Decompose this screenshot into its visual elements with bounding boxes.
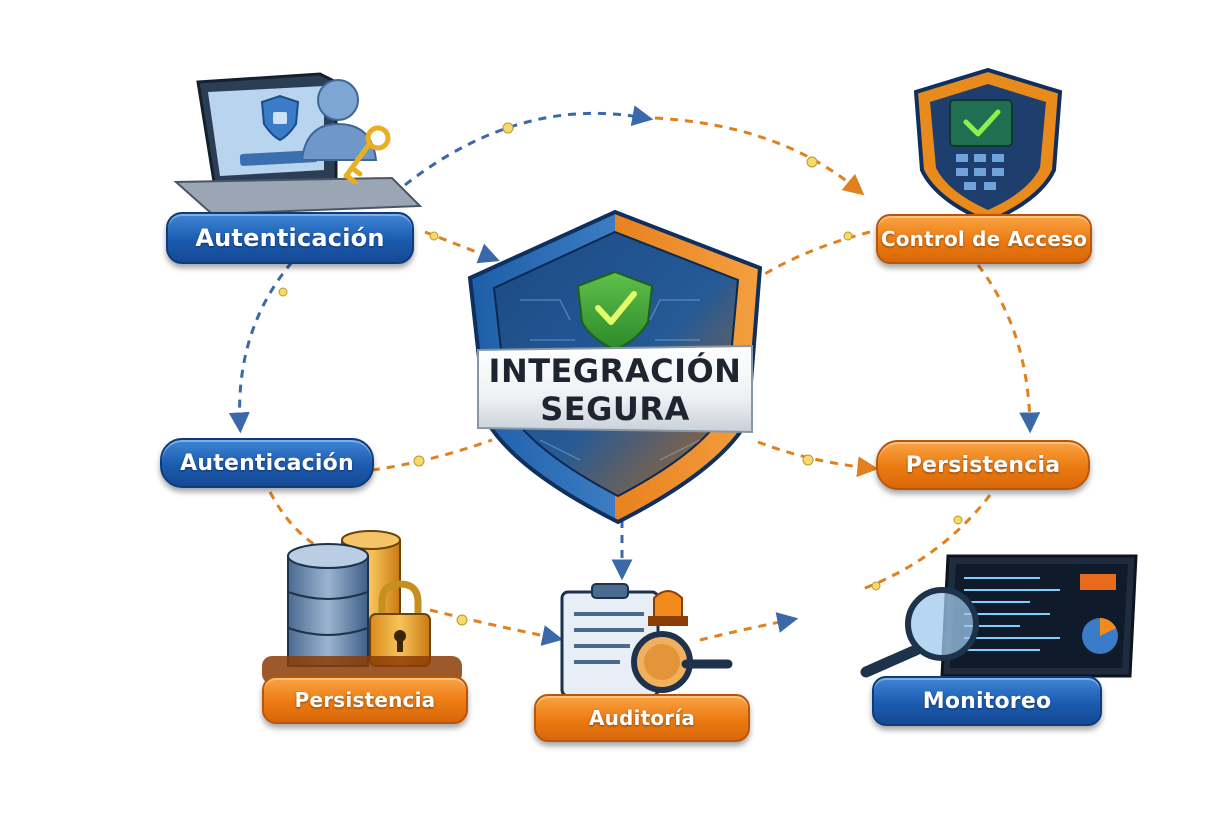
node-persistencia-right: Persistencia (876, 440, 1090, 490)
connector-arc-to-control (655, 118, 858, 190)
page-title: INTEGRACIÓN SEGURA (478, 345, 752, 435)
node-autenticacion-top: Autenticación (166, 212, 414, 264)
magnifier-icon (634, 634, 728, 690)
keypad-shield-icon (916, 70, 1060, 222)
connector-center-to-persist-right (758, 442, 870, 468)
title-line-1: INTEGRACIÓN (489, 352, 742, 390)
node-monitoreo: Monitoreo (872, 676, 1102, 726)
node-auditoria: Auditoría (534, 694, 750, 742)
connector-auth-top-to-auth-mid (240, 262, 292, 425)
connector-auth-top-to-control (405, 113, 645, 185)
connector-auditoria-to-monitoreo (700, 620, 790, 640)
connector-control-to-center (752, 232, 870, 282)
connector-persist-bottom-to-auditoria (430, 610, 555, 638)
connector-auth-mid-to-center (372, 440, 492, 470)
connector-auth-mid-to-persist-bottom (270, 492, 320, 548)
node-control-acceso: Control de Acceso (876, 214, 1092, 264)
connector-control-to-persist-right (978, 265, 1030, 425)
node-persistencia-bottom: Persistencia (262, 676, 468, 724)
title-line-2: SEGURA (540, 390, 690, 428)
node-autenticacion-mid: Autenticación (160, 438, 374, 488)
